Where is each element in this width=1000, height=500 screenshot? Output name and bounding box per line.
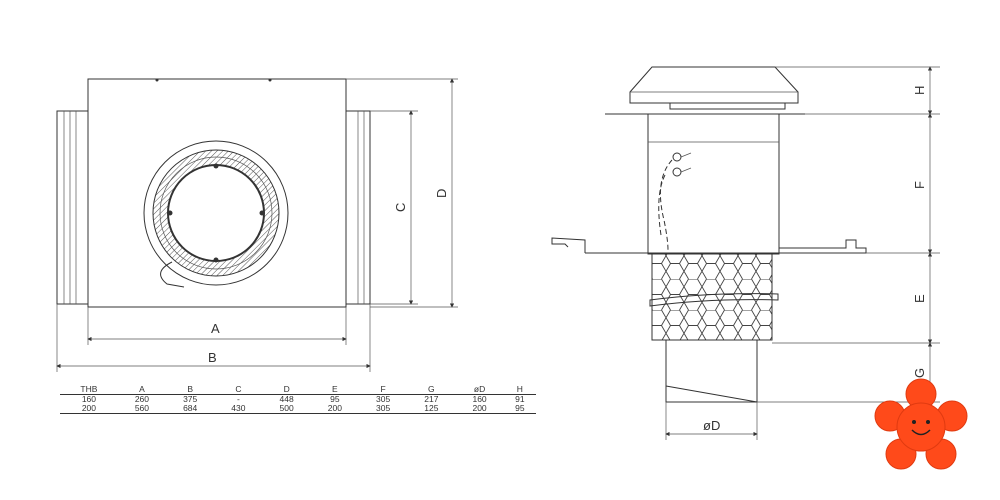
- dim-label-d: D: [434, 189, 449, 198]
- col-header: D: [262, 384, 311, 395]
- dim-label-h: H: [912, 86, 927, 95]
- cell: 200: [60, 404, 118, 414]
- col-header: G: [407, 384, 456, 395]
- cell: 91: [515, 394, 525, 404]
- side-view: H F E G øD: [551, 66, 940, 440]
- dim-label-a: A: [211, 321, 220, 336]
- dim-label-g: G: [912, 368, 927, 378]
- cell: 375: [183, 394, 198, 404]
- cell: 260: [134, 394, 150, 404]
- cell: 95: [330, 394, 340, 404]
- cell: 305: [376, 394, 391, 404]
- col-header: F: [358, 384, 408, 395]
- cell: 500: [262, 404, 311, 414]
- dim-label-f: F: [912, 181, 927, 189]
- cell: 448: [279, 394, 294, 404]
- table-row: 200 560 684 430 500 200 305 125 200 95: [60, 404, 536, 414]
- cell: 217: [424, 394, 439, 404]
- table-row: 160 260 375 - 448 95 305 217 160 91: [60, 395, 536, 405]
- col-header: E: [310, 384, 359, 395]
- cell: 560: [117, 404, 167, 414]
- col-header: H: [503, 384, 536, 395]
- col-header: C: [214, 384, 263, 395]
- cell: 160: [81, 394, 96, 404]
- cell: 160: [472, 394, 487, 404]
- cell: 200: [310, 404, 359, 414]
- cell: 305: [358, 404, 408, 414]
- cell: 684: [166, 404, 215, 414]
- col-header: THB: [60, 384, 118, 395]
- flower-logo-icon: [874, 378, 968, 470]
- dim-label-e: E: [912, 294, 927, 303]
- dimensions-table: THB A B C D E F G øD H 160 260 375 - 448…: [60, 384, 536, 414]
- col-header: øD: [455, 384, 504, 395]
- col-header: A: [117, 384, 167, 395]
- cell: 125: [407, 404, 456, 414]
- cell: 95: [503, 404, 536, 414]
- dim-label-b: B: [208, 350, 217, 365]
- front-view: A B C D: [56, 78, 458, 372]
- cell: 200: [455, 404, 504, 414]
- col-header: B: [166, 384, 215, 395]
- cell: 430: [214, 404, 263, 414]
- dim-label-od: øD: [703, 418, 720, 433]
- cell: -: [236, 394, 240, 404]
- dim-label-c: C: [393, 203, 408, 212]
- table-header-row: THB A B C D E F G øD H: [60, 384, 536, 395]
